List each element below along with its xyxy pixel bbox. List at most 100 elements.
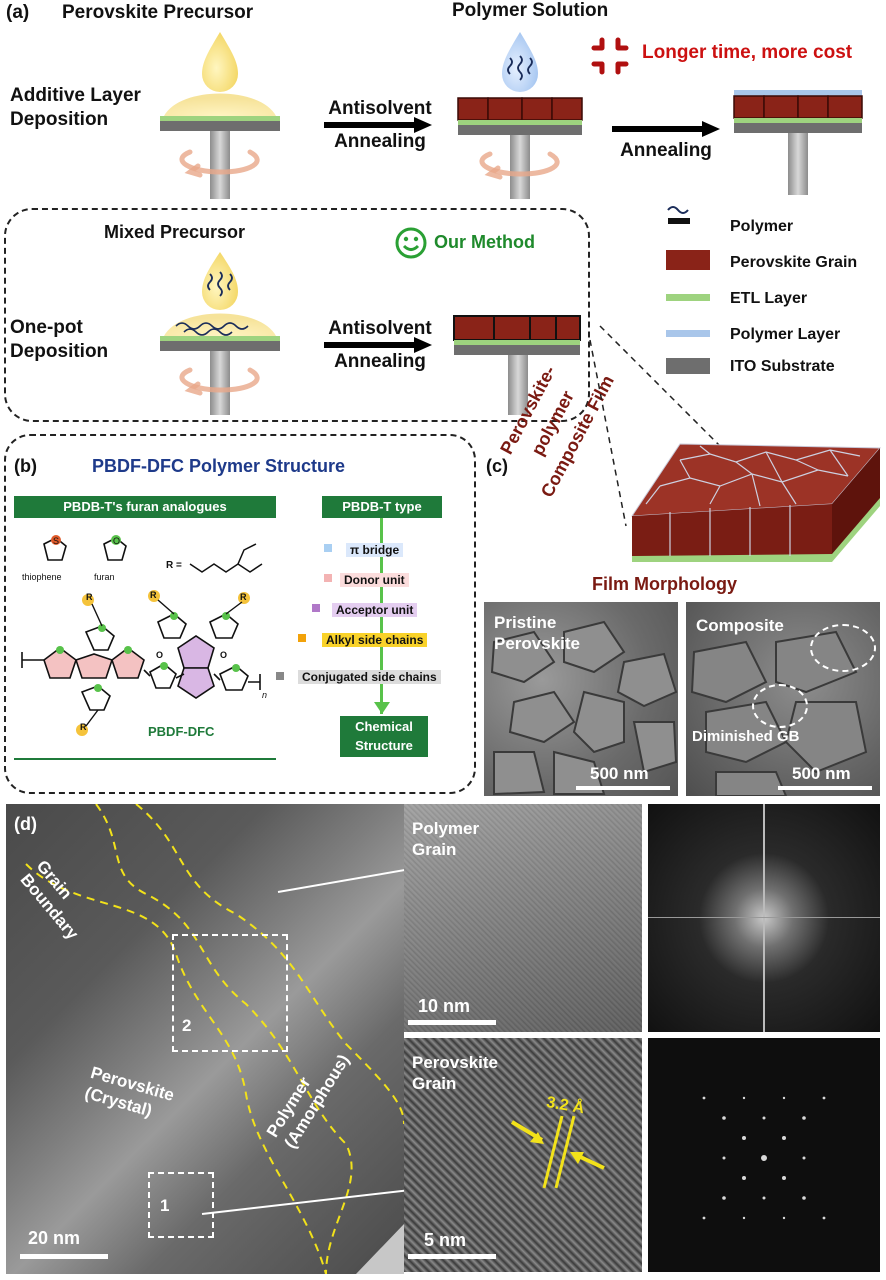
scale-main-label: 20 nm (28, 1228, 81, 1248)
pbdf-dfc-structure (21, 590, 261, 736)
one-pot-label: One-pot Deposition (10, 316, 108, 364)
polymer-solution-label: Polymer Solution (452, 0, 609, 21)
scale-bar-pero (408, 1254, 496, 1259)
legend-ito-swatch (666, 358, 710, 374)
scale2-label: 500 nm (792, 764, 851, 783)
gb-ellipse-1 (810, 624, 876, 672)
final-film-stack (733, 90, 863, 195)
warning-icon (591, 37, 629, 75)
alkyl-marker (298, 634, 306, 642)
right-arrow-icon (324, 117, 432, 133)
alkyl-chip: Alkyl side chains (322, 633, 428, 647)
scale-bar-1 (576, 786, 670, 790)
tem-main-image (6, 804, 404, 1274)
roi-1-label: 1 (160, 1196, 170, 1215)
perovskite-grain-label: Perovskite Grain (412, 1052, 498, 1094)
scale1-label: 500 nm (590, 764, 649, 783)
acceptor-chip: Acceptor unit (332, 603, 418, 617)
spin-coater-3 (160, 252, 280, 415)
alkyl-chain (189, 543, 263, 573)
mixed-precursor-label: Mixed Precursor (104, 222, 246, 242)
roi-box-1 (148, 1172, 214, 1238)
panel-b-title: PBDF-DFC Polymer Structure (92, 456, 346, 476)
fft-polymer-image (648, 804, 880, 1032)
legend-grain-swatch (666, 250, 710, 270)
annealing-label: Annealing (334, 131, 426, 152)
panel-b-box (4, 434, 476, 794)
additive-layer-label: Additive Layer Deposition (10, 84, 141, 132)
roi-box-2 (172, 934, 288, 1052)
our-method-label: Our Method (434, 232, 535, 252)
smiley-icon (395, 227, 427, 259)
chemical-label: Chemical (355, 719, 413, 734)
antisolvent-label: Antisolvent (328, 98, 432, 119)
fft-perovskite-image (648, 1038, 880, 1272)
polymer-name: PBDF-DFC (148, 724, 215, 739)
diminished-gb-label: Diminished GB (692, 728, 800, 745)
spin-coater-1 (160, 32, 280, 199)
r-label-2: R (80, 722, 87, 732)
fft-streak-h (648, 917, 880, 918)
right-arrow-icon (324, 337, 432, 353)
r-label-4: R (240, 592, 247, 602)
one-pot-line1: One-pot (10, 317, 83, 338)
legend-polymer-layer-swatch (666, 330, 710, 337)
right-header: PBDB-T type (322, 496, 442, 518)
legend-polymer: Polymer (730, 218, 794, 235)
composite-sem-label: Composite (696, 616, 784, 635)
arrow1-labels: Antisolvent Annealing (318, 92, 442, 158)
fft-spots (702, 1096, 826, 1220)
film-morphology-title: Film Morphology (592, 574, 737, 594)
conjugated-marker (276, 672, 284, 680)
pristine-line1: Pristine (494, 613, 557, 632)
roi-2-label: 2 (182, 1016, 192, 1035)
legend-polymer-layer: Polymer Layer (730, 326, 841, 343)
left-header: PBDB-T's furan analogues (14, 496, 276, 518)
r-equals: R = (166, 560, 182, 571)
donor-chip: Donor unit (340, 573, 409, 587)
o-label-1: O (156, 650, 164, 660)
annealing2-label: Annealing (620, 140, 712, 161)
scale-bar-2 (778, 786, 872, 790)
donor-marker (324, 574, 332, 582)
svg-text:S: S (53, 536, 59, 546)
left-underline (14, 758, 276, 760)
n-label: n (262, 690, 268, 700)
acceptor-marker (312, 604, 320, 612)
legend-polymer-icon (667, 206, 690, 224)
svg-text:O: O (113, 536, 120, 546)
conjugated-chip: Conjugated side chains (298, 670, 441, 684)
legend-grain: Perovskite Grain (730, 254, 858, 271)
perovskite-precursor-label: Perovskite Precursor (62, 2, 254, 23)
tem-boundaries (25, 804, 404, 1274)
panel-c-tag: (c) (486, 456, 508, 476)
thiophene-furan-rings: S O (43, 535, 127, 561)
pg-line1: Polymer (412, 819, 480, 838)
scale-poly-label: 10 nm (418, 996, 471, 1016)
right-arrow-icon (612, 121, 720, 137)
lattice-spacing-marker (510, 1115, 605, 1189)
panel-a-tag: (a) (6, 2, 30, 23)
r-label-1: R (86, 592, 93, 602)
pvg-line1: Perovskite (412, 1053, 498, 1072)
scale-bar-main (20, 1254, 108, 1259)
pristine-sem-image (484, 602, 678, 796)
spin-coater-2 (457, 32, 583, 199)
r-label-3: R (150, 590, 157, 600)
scale-bar-poly (408, 1020, 496, 1025)
pristine-label: Pristine Perovskite (494, 612, 580, 654)
perovskite-hrtem-image (404, 1038, 642, 1272)
down-arrow-icon (374, 702, 390, 714)
polymer-hrtem-image (404, 804, 642, 1032)
pg-line2: Grain (412, 840, 457, 859)
scale-pero-label: 5 nm (424, 1230, 467, 1250)
pi-bridge-chip: π bridge (346, 543, 404, 557)
warning-text: Longer time, more cost (642, 42, 853, 63)
chemical-structure-box: Chemical Structure (340, 716, 428, 757)
o-label-2: O (220, 650, 228, 660)
pi-bridge-marker (324, 544, 332, 552)
additive-layer-line2: Deposition (10, 109, 109, 130)
polymer-hrtem-shade (404, 804, 642, 1032)
thiophene-label: thiophene (22, 572, 62, 582)
one-pot-line2: Deposition (10, 341, 109, 362)
